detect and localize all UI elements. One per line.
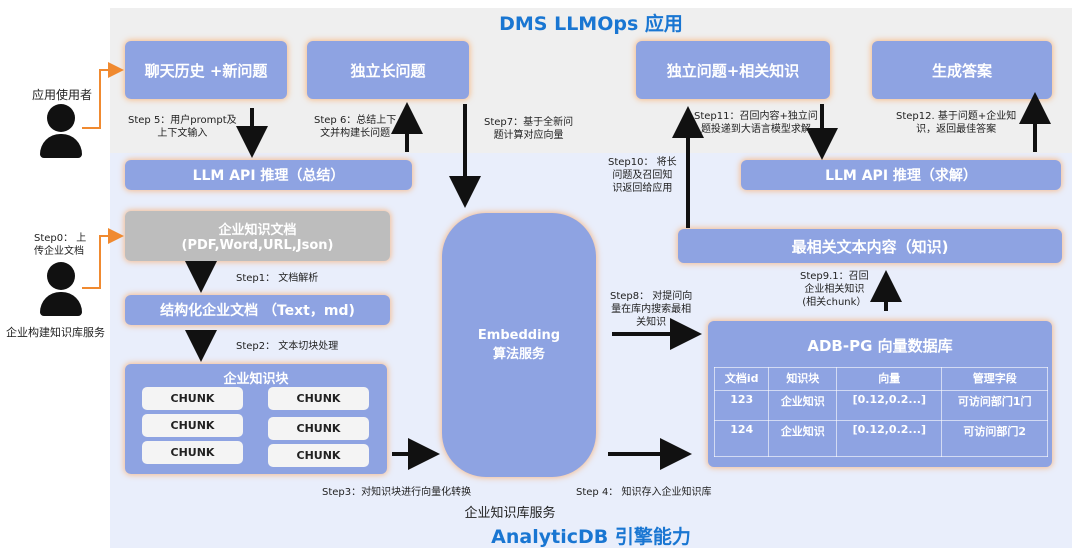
vector-db-box: ADB-PG 向量数据库 文档id 知识块 向量 管理字段 123 企业知识 [… [708, 321, 1052, 467]
table-cell: [0.12,0.2...] [836, 420, 943, 457]
chunk: CHUNK [268, 387, 369, 410]
step7-line1: Step7：基于全新问 [484, 117, 574, 128]
step10-line2: 问题及召回知 [612, 170, 673, 181]
app-title: DMS LLMOps 应用 [499, 13, 683, 35]
step5-note: Step 5：用户prompt及 上下文输入 [128, 114, 237, 140]
step1-note: Step1： 文档解析 [236, 273, 319, 284]
step8-line1: Step8： 对提问向 [610, 291, 693, 302]
table-cell: 123 [713, 390, 770, 421]
step2-note: Step2： 文本切块处理 [236, 341, 339, 352]
step3-note: Step3：对知识块进行向量化转换 [322, 487, 472, 498]
table-row: 124 企业知识 [0.12,0.2...] 可访问部门2 [713, 420, 1048, 457]
vector-db-table: 文档id 知识块 向量 管理字段 123 企业知识 [0.12,0.2...] … [713, 367, 1048, 457]
step8-note: Step8： 对提问向 量在库内搜索最相 关知识 [610, 290, 692, 329]
step5-line1: Step 5：用户prompt及 [128, 115, 237, 126]
table-header: 向量 [836, 367, 943, 391]
kb-builder-icon [40, 262, 82, 316]
generate-answer-box: 生成答案 [872, 41, 1052, 99]
step4-note: Step 4： 知识存入企业知识库 [576, 487, 712, 498]
relevant-text-box: 最相关文本内容（知识) [678, 229, 1062, 263]
step6-line1: Step 6：总结上下 [314, 115, 397, 126]
step12-line1: Step12. 基于问题+企业知 [896, 111, 1017, 122]
question-knowledge-box: 独立问题+相关知识 [636, 41, 830, 99]
chunk: CHUNK [142, 414, 243, 437]
step7-line2: 题计算对应向量 [493, 130, 564, 141]
enterprise-doc-formats: (PDF,Word,URL,Json) [181, 238, 334, 253]
step11-line1: Step11：召回内容+独立问 [694, 111, 818, 122]
chat-history-box: 聊天历史 +新问题 [125, 41, 287, 99]
chunk: CHUNK [142, 441, 243, 464]
step12-note: Step12. 基于问题+企业知 识，返回最佳答案 [896, 110, 1016, 136]
chunk: CHUNK [268, 444, 369, 467]
table-cell: 企业知识 [768, 390, 838, 421]
embedding-service-box: Embedding 算法服务 [442, 213, 596, 477]
user-to-chat-arrow [82, 62, 124, 129]
step0-note: Step0： 上 传企业文档 [34, 232, 86, 258]
service-label: 企业知识库服务 [464, 506, 556, 521]
knowledge-block-title: 企业知识块 [223, 372, 289, 387]
chunk: CHUNK [268, 417, 369, 440]
step7-note: Step7：基于全新问 题计算对应向量 [484, 116, 573, 142]
step8-line2: 量在库内搜索最相 [611, 304, 692, 315]
step6-line2: 文并构建长问题 [320, 128, 391, 139]
table-cell: 可访问部门2 [941, 420, 1048, 457]
llm-solve-box: LLM API 推理（求解） [741, 160, 1061, 190]
step11-line2: 题投递到大语言模型求解 [700, 124, 811, 135]
enterprise-doc-title: 企业知识文档 [218, 223, 297, 238]
step11-note: Step11：召回内容+独立问 题投递到大语言模型求解 [694, 110, 818, 136]
step9-line3: (相关chunk） [802, 297, 867, 308]
standalone-question-box: 独立长问题 [307, 41, 469, 99]
algorithm-service-label: 算法服务 [492, 347, 545, 362]
engine-title: AnalyticDB 引擎能力 [491, 526, 691, 548]
step5-line2: 上下文输入 [157, 128, 208, 139]
llm-summary-box: LLM API 推理（总结） [125, 160, 412, 190]
step0-line1: Step0： 上 [34, 233, 87, 244]
builder-to-doc-arrow [82, 228, 124, 289]
step10-line1: Step10： 将长 [608, 157, 677, 168]
embedding-label: Embedding [477, 328, 561, 343]
step12-line2: 识，返回最佳答案 [916, 124, 997, 135]
vector-db-title: ADB-PG 向量数据库 [807, 337, 953, 355]
step9-line2: 企业相关知识 [804, 284, 865, 295]
step10-note: Step10： 将长 问题及召回知 识返回给应用 [608, 156, 677, 195]
step9-line1: Step9.1：召回 [800, 271, 869, 282]
table-cell: 124 [713, 420, 770, 457]
step6-note: Step 6：总结上下 文并构建长问题 [314, 114, 396, 140]
app-user-label: 应用使用者 [32, 88, 93, 102]
step8-line3: 关知识 [636, 317, 667, 328]
chunk: CHUNK [142, 387, 243, 410]
step10-line3: 识返回给应用 [612, 183, 673, 194]
step0-line2: 传企业文档 [34, 246, 84, 257]
kb-builder-label: 企业构建知识库服务 [6, 326, 105, 339]
table-cell: 企业知识 [768, 420, 838, 457]
structured-doc-box: 结构化企业文档 （Text，md) [125, 295, 390, 325]
app-user-icon [40, 104, 82, 158]
enterprise-doc-box: 企业知识文档 (PDF,Word,URL,Json) [125, 211, 390, 261]
step9-note: Step9.1：召回 企业相关知识 (相关chunk） [800, 270, 869, 309]
table-header: 管理字段 [941, 367, 1048, 391]
